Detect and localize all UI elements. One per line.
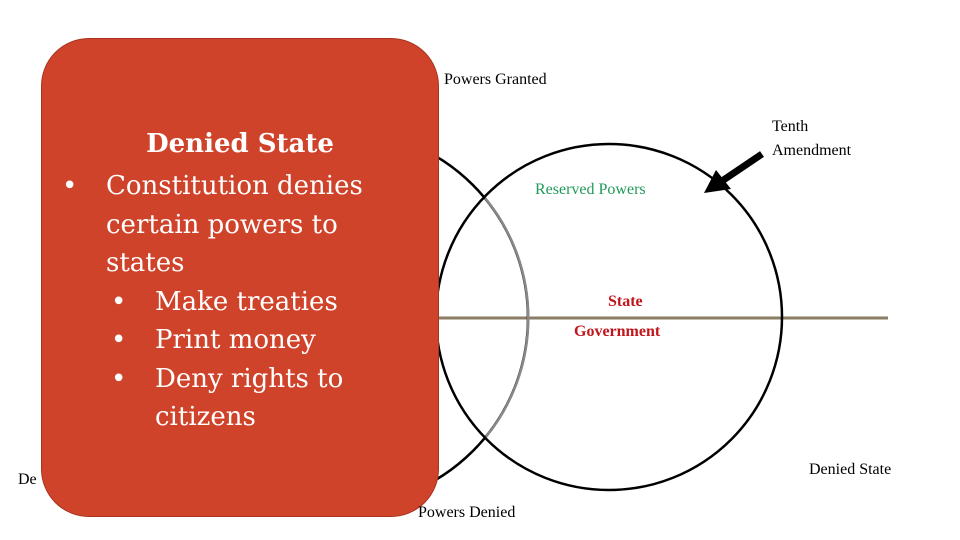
- tenth-amendment-label-line1: Tenth: [772, 118, 809, 135]
- denied-state-label: Denied State: [809, 461, 892, 478]
- callout-title: Denied State: [146, 129, 334, 159]
- reserved-powers-label: Reserved Powers: [535, 181, 646, 198]
- denied-state-callout: Denied State Constitution denies certain…: [41, 38, 439, 517]
- callout-bullet: Constitution denies certain powers to st…: [62, 167, 422, 437]
- powers-denied-label: Powers Denied: [418, 504, 516, 521]
- sub-bullet-make-treaties: Make treaties: [106, 283, 422, 322]
- callout-bullet-text: Constitution denies certain powers to st…: [106, 171, 363, 278]
- powers-granted-label: Powers Granted: [444, 71, 547, 88]
- denied-label-partial: De: [18, 471, 37, 488]
- arrow-icon: [704, 151, 764, 193]
- callout-sub-list: Make treaties Print money Deny rights to…: [106, 283, 422, 437]
- sub-bullet-print-money: Print money: [106, 321, 422, 360]
- sub-bullet-deny-rights: Deny rights to citizens: [106, 360, 422, 437]
- tenth-amendment-label-line2: Amendment: [772, 142, 852, 159]
- state-government-label-line2: Government: [574, 323, 661, 340]
- overlap-arc: [484, 197, 530, 439]
- state-government-label-line1: State: [608, 293, 643, 310]
- callout-list: Constitution denies certain powers to st…: [62, 167, 422, 437]
